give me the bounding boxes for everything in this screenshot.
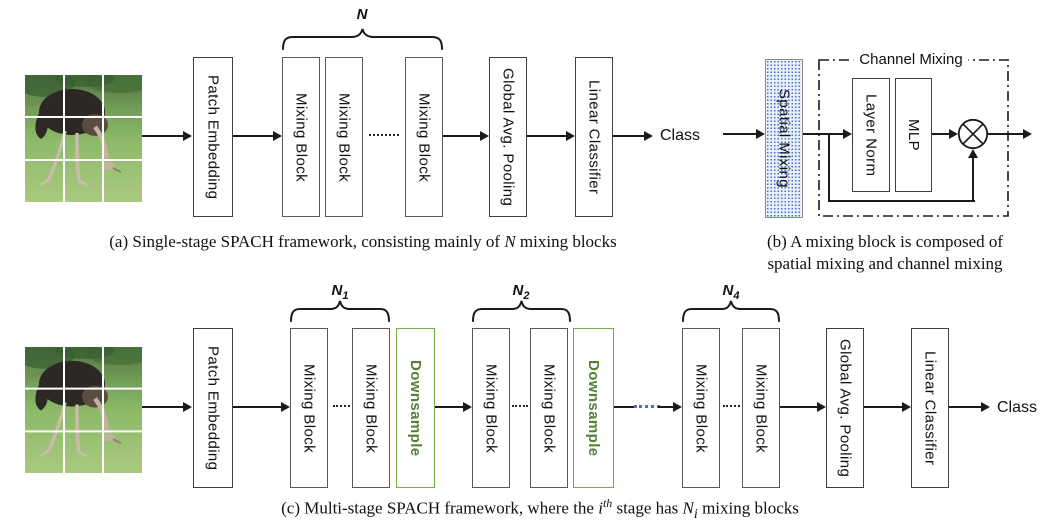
downsample-block-2: Downsample — [573, 328, 614, 488]
ostrich-image — [25, 347, 142, 473]
flow-arrow — [723, 129, 765, 139]
skip-connection-line — [972, 156, 974, 202]
flow-arrow — [864, 402, 911, 412]
stage-skip-line — [614, 406, 634, 408]
spatial-mixing-block: Spatial Mixing — [765, 59, 803, 218]
mixing-block-c2-1: Mixing Block — [472, 328, 510, 488]
downsample-block-1: Downsample — [396, 328, 435, 488]
mixing-block-a1: Mixing Block — [282, 57, 320, 217]
mixing-block-a2: Mixing Block — [325, 57, 363, 217]
brace-n4 — [682, 300, 780, 322]
flow-arrow — [988, 129, 1032, 139]
patch-embedding-label: Patch Embedding — [204, 74, 222, 200]
mlp-block: MLP — [895, 78, 932, 192]
brace-n — [282, 28, 443, 50]
skip-arrowhead — [968, 149, 978, 158]
stage-count-label-n: N — [356, 6, 368, 23]
channel-mixing-label: Channel Mixing — [853, 51, 969, 68]
skip-connection-line — [828, 134, 830, 202]
linear-classifier-block-a: Linear Classifier — [575, 57, 613, 217]
caption-a: (a) Single-stage SPACH framework, consis… — [109, 232, 617, 251]
flow-arrow — [527, 131, 575, 141]
flow-arrow — [233, 131, 282, 141]
ostrich-image — [25, 75, 142, 202]
flow-arrow — [443, 131, 489, 141]
skip-connection-line — [828, 200, 975, 202]
stage-skip-dots — [634, 405, 660, 408]
ellipsis-dots — [512, 405, 528, 407]
mixing-block-c4-2: Mixing Block — [742, 328, 780, 488]
mixing-block-a3: Mixing Block — [405, 57, 443, 217]
flow-arrow — [658, 402, 682, 412]
ellipsis-dots — [369, 134, 399, 136]
class-output-label-a: Class — [660, 127, 701, 144]
ellipsis-dots — [333, 405, 350, 407]
flow-arrow — [233, 402, 290, 412]
flow-arrow — [613, 131, 653, 141]
global-avg-pooling-block-c: Global Avg. Pooling — [826, 328, 864, 488]
caption-c: (c) Multi-stage SPACH framework, where t… — [281, 496, 799, 523]
layer-norm-block: Layer Norm — [852, 78, 890, 192]
global-avg-pooling-block-a: Global Avg. Pooling — [489, 57, 527, 217]
linear-classifier-block-c: Linear Classifier — [911, 328, 949, 488]
patch-embedding-block-c: Patch Embedding — [193, 328, 233, 488]
multiply-icon — [957, 118, 989, 150]
caption-b: (b) A mixing block is composed of spatia… — [766, 232, 1004, 273]
flow-arrow — [803, 129, 852, 139]
stage-count-label-n2: N2 — [512, 282, 530, 302]
flow-arrow — [780, 402, 826, 412]
brace-n1 — [290, 300, 390, 322]
mixing-block-c1-2: Mixing Block — [352, 328, 390, 488]
patch-embedding-block-a: Patch Embedding — [193, 57, 233, 217]
stage-count-label-n1: N1 — [331, 282, 349, 302]
flow-arrow — [932, 129, 958, 139]
flow-arrow — [142, 131, 192, 141]
brace-n2 — [472, 300, 571, 322]
stage-count-label-n4: N4 — [722, 282, 740, 302]
mixing-block-c1-1: Mixing Block — [290, 328, 328, 488]
mixing-block-c2-2: Mixing Block — [530, 328, 568, 488]
ellipsis-dots — [723, 405, 740, 407]
flow-arrow — [142, 402, 192, 412]
mixing-block-c4-1: Mixing Block — [682, 328, 720, 488]
flow-arrow — [949, 402, 990, 412]
flow-arrow — [435, 402, 472, 412]
class-output-label-c: Class — [997, 399, 1038, 416]
